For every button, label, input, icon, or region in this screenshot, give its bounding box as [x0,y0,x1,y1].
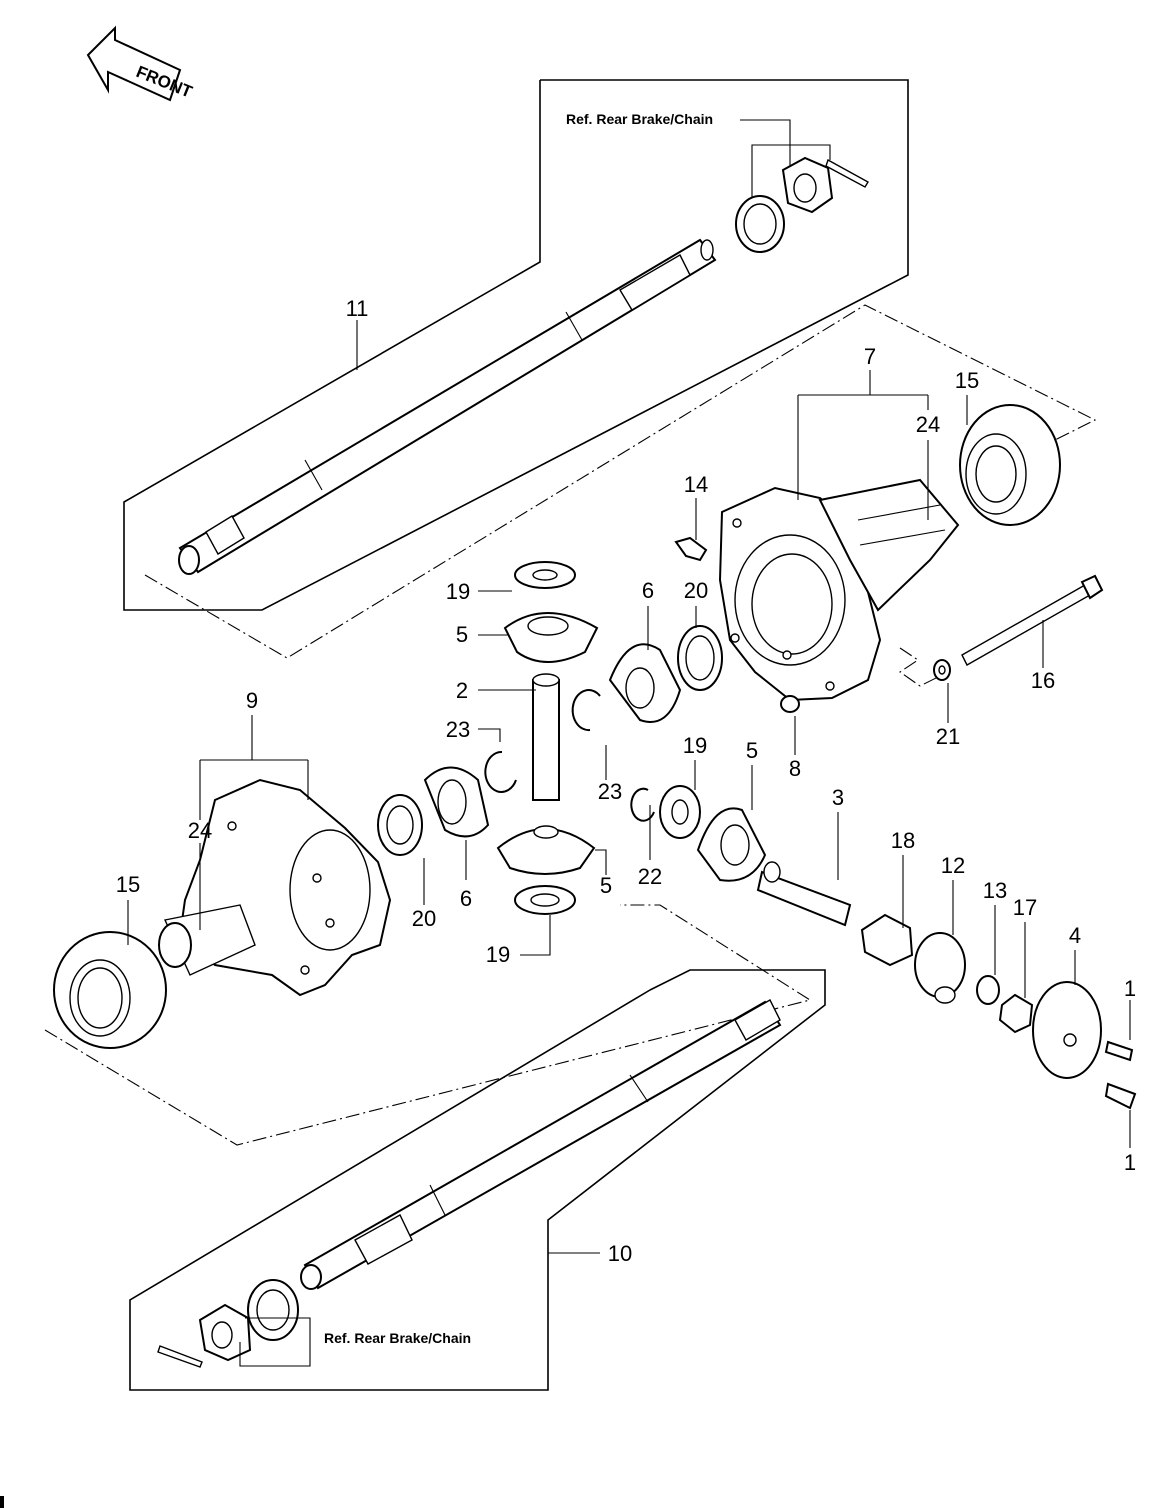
axle-shaft-10 [300,999,782,1290]
circlip-23-right [571,689,601,732]
callout-14: 14 [684,472,708,497]
callout-15-top: 15 [955,368,979,393]
thrust-washer-19-bottom [514,885,576,915]
thrust-washer-19-top [514,561,576,589]
callout-23-right: 23 [598,779,622,804]
page-edge-mark [0,1496,4,1508]
bolt-1-lower [1104,1082,1137,1110]
differential-housing-9 [158,778,392,997]
bearing-15-bottom [53,931,167,1049]
top-reference-frame [123,79,909,611]
dowel-pin-8 [780,695,800,713]
pinion-gear-5-top [503,612,599,663]
callout-18: 18 [891,828,915,853]
circlip-23-left [484,750,517,793]
top-collar-washer [735,195,785,253]
leader-lines [127,320,1131,1254]
side-gear-6-right [608,643,682,723]
callout-17: 17 [1013,895,1037,920]
bolt-16 [961,574,1104,666]
pinion-gear-5-right [696,807,767,882]
callout-19-mid: 19 [683,733,707,758]
callout-1-upper: 1 [1124,976,1136,1001]
callout-6-left: 6 [460,886,472,911]
callout-19-top: 19 [446,579,470,604]
callout-11: 11 [346,296,369,321]
hex-nut-18 [860,913,914,967]
top-cotter-pin [825,158,869,188]
callout-7: 7 [864,344,876,369]
grease-fitting-14 [674,536,708,562]
bottom-collar-washer [247,1279,299,1341]
callout-21: 21 [936,724,960,749]
callout-22: 22 [638,864,662,889]
drive-plate-12 [914,932,966,1004]
bottom-reference-label: Ref. Rear Brake/Chain [324,1330,471,1346]
thrust-washer-20-left [377,794,423,856]
bottom-cotter-pin [157,1345,203,1368]
callout-3: 3 [832,785,844,810]
callout-5-right: 5 [746,738,758,763]
top-castle-nut [781,156,834,214]
callout-20-left: 20 [412,906,436,931]
bottom-reference-frame [129,969,826,1391]
thrust-washer-20-right [677,625,723,691]
callout-labels: 11 7 15 24 14 19 5 6 20 16 2 9 23 21 19 … [116,296,1136,1266]
callout-2: 2 [456,678,468,703]
callout-24-bottom: 24 [188,818,212,843]
callout-6-right: 6 [642,578,654,603]
callout-9: 9 [246,688,258,713]
callout-4: 4 [1069,923,1081,948]
axle-shaft-11 [178,238,717,575]
callout-10: 10 [608,1241,632,1266]
callout-16: 16 [1031,668,1055,693]
threaded-shaft-3 [756,861,852,927]
callout-5-mid: 5 [600,873,612,898]
callout-8: 8 [789,756,801,781]
callout-5-top: 5 [456,622,468,647]
cover-disc-4 [1032,981,1102,1079]
lock-washer-13 [976,975,1000,1005]
differential-housing-7 [718,478,960,702]
bearing-15-top [959,404,1061,526]
circlip-22 [630,787,655,822]
washer-21 [933,659,951,681]
nut-17 [998,993,1034,1034]
side-gear-6-left [423,766,490,838]
callout-24-top: 24 [916,412,940,437]
callout-20-right: 20 [684,578,708,603]
pinion-gear-5-mid [496,825,596,875]
top-reference-label: Ref. Rear Brake/Chain [566,111,713,127]
callout-23-left: 23 [446,717,470,742]
callout-12: 12 [941,853,965,878]
callout-19-bottom: 19 [486,942,510,967]
pinion-shaft-2 [532,673,560,801]
callout-15-bottom: 15 [116,872,140,897]
callout-13: 13 [983,878,1007,903]
front-arrow-badge: FRONT [86,25,195,102]
thrust-washer-19-mid [659,785,701,839]
callout-1-lower: 1 [1124,1150,1136,1175]
bolt-1-upper [1104,1040,1134,1062]
bottom-castle-nut [198,1303,252,1362]
